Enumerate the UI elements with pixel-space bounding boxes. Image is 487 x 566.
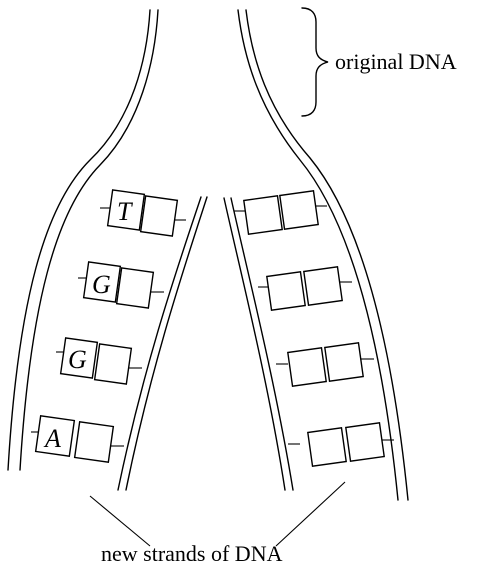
pointer-line-right: [275, 481, 346, 547]
left-base-pair-1: T: [100, 189, 186, 237]
pointer-line-left: [89, 495, 151, 547]
right-base-pair-1: [234, 190, 327, 235]
base-letter: T: [117, 197, 133, 226]
right-base-pair-2: [258, 266, 352, 311]
left-parental-strand: [7, 9, 159, 471]
base-letter: G: [92, 270, 111, 299]
base-letter: G: [68, 345, 87, 374]
right-base-pair-3: [276, 342, 374, 387]
left-base-pair-2: G: [78, 261, 164, 309]
left-base-pair-3: G: [56, 337, 142, 385]
left-base-pair-4: A: [31, 415, 124, 463]
original-dna-brace: [301, 7, 329, 117]
left-new-strand: [117, 196, 208, 491]
original-dna-label: original DNA: [335, 49, 457, 74]
right-parental-strand: [237, 9, 409, 501]
right-new-strand: [223, 197, 294, 491]
right-base-pair-4: [288, 422, 394, 467]
new-strands-label: new strands of DNA: [101, 541, 283, 566]
base-letter: A: [43, 424, 61, 453]
